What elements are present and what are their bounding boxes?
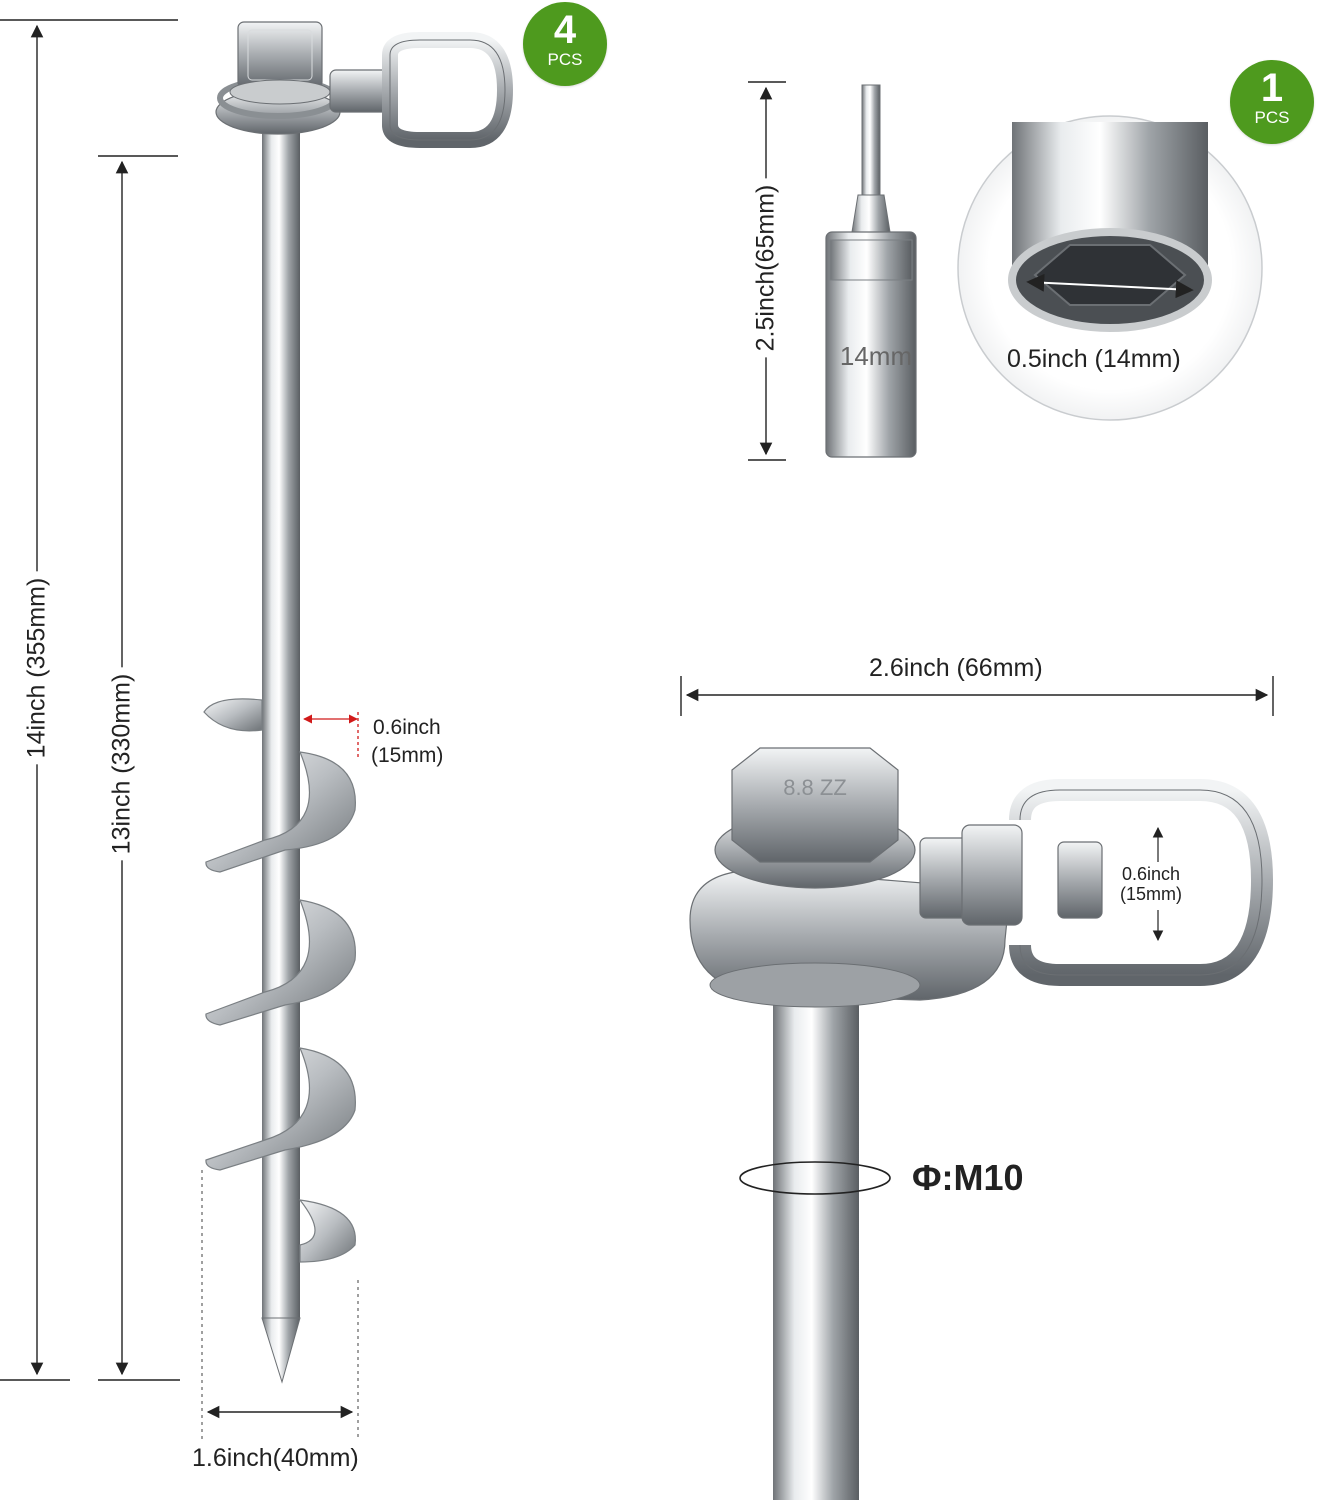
overall-length-label: 14inch (355mm)	[22, 571, 52, 765]
ground-anchor-image	[203, 21, 514, 1384]
socket-quantity-badge: 1 PCS	[1230, 60, 1314, 144]
head-width-dimension	[680, 676, 1274, 716]
head-width-label: 2.6inch (66mm)	[869, 654, 1043, 682]
socket-engraving: 14mm	[840, 341, 912, 371]
socket-inner-size-label: 0.5inch (14mm)	[1007, 345, 1181, 373]
helix-gap-label-inch: 0.6inch	[373, 716, 441, 739]
ring-gap-label-mm: (15mm)	[1120, 884, 1182, 904]
detail-anchor-image: 8.8 ZZ	[689, 747, 1274, 1500]
helix-width-dimension	[201, 1170, 359, 1440]
rod-diameter-marker	[739, 1161, 891, 1195]
socket-quantity-unit: PCS	[1254, 108, 1290, 127]
bolt-engraving: 8.8 ZZ	[783, 775, 847, 800]
socket-closeup-circle	[957, 115, 1263, 421]
helix-gap-label-mm: (15mm)	[371, 744, 444, 767]
anchor-quantity-unit: PCS	[547, 50, 583, 69]
helix-gap-marker	[303, 712, 359, 760]
anchor-quantity-badge: 4 PCS	[523, 2, 607, 86]
socket-length-label: 2.5inch(65mm)	[751, 178, 781, 358]
rod-diameter-label: Φ:M10	[912, 1157, 1024, 1198]
anchor-quantity-number: 4	[553, 8, 577, 52]
helix-width-label: 1.6inch(40mm)	[192, 1444, 359, 1472]
ring-gap-label-inch: 0.6inch	[1122, 864, 1181, 884]
socket-quantity-number: 1	[1260, 66, 1284, 110]
socket-image: 14mm	[825, 84, 917, 458]
shaft-length-label: 13inch (330mm)	[107, 667, 137, 861]
